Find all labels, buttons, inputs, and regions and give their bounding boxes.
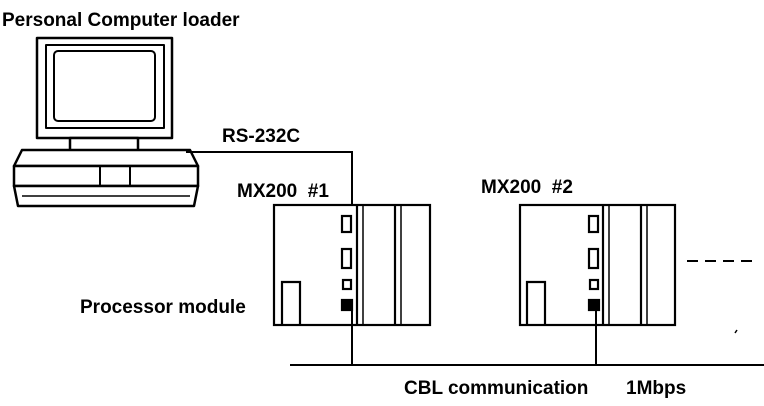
plc2-label: MX200 #2: [481, 177, 573, 198]
plc1-label: MX200 #1: [237, 181, 329, 202]
rs232c-label: RS-232C: [222, 126, 300, 147]
plc-unit-icon: [272, 203, 432, 327]
speed-label: 1Mbps: [626, 378, 686, 399]
processor-module-label: Processor module: [80, 297, 246, 318]
continuation-dashes: [687, 260, 752, 334]
cbl-bus-line: [290, 310, 764, 366]
plc-unit-icon: [518, 203, 677, 327]
bus-label: CBL communication: [404, 378, 588, 399]
personal-computer-icon: [12, 36, 200, 208]
rs232c-cable: [186, 151, 353, 210]
loader-label: Personal Computer loader: [2, 10, 240, 31]
